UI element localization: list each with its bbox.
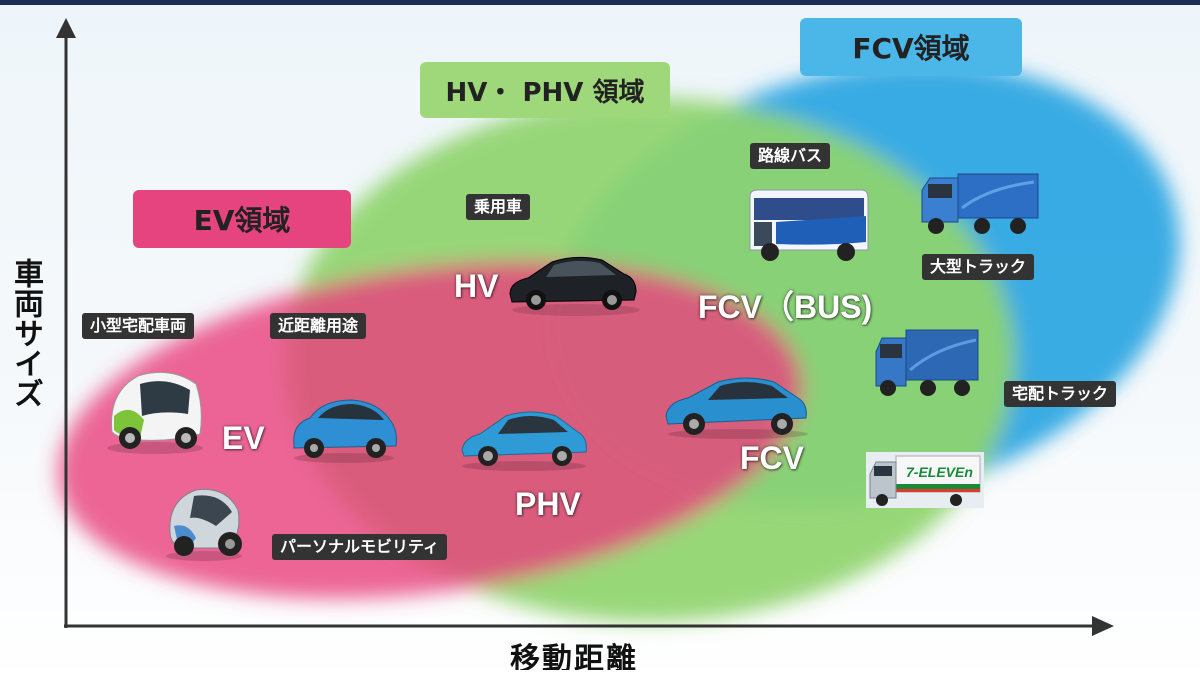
phv-car-image [461, 411, 587, 471]
x-axis-arrow [1092, 616, 1114, 636]
label-phv: PHV [515, 486, 581, 522]
top-border [0, 0, 1200, 5]
tag-delivery-truck: 宅配トラック [1004, 381, 1117, 407]
bottom-margin [0, 670, 1200, 686]
ev-region-label: EV領域 [133, 190, 351, 248]
tag-large-truck: 大型トラック [922, 254, 1035, 280]
y-axis-arrow [56, 18, 76, 38]
fcv-region-label: FCV領域 [800, 18, 1022, 76]
ev-region [57, 261, 803, 599]
personal-mobility-image [166, 488, 242, 561]
hv-phv-region-label: HV・ PHV 領域 [420, 62, 670, 118]
tag-passenger-car: 乗用車 [466, 194, 531, 220]
y-axis-title: 車両サイズ [8, 258, 43, 408]
tag-short-distance: 近距離用途 [270, 313, 367, 339]
ultra-compact-ev-image [107, 371, 203, 454]
label-hv: HV [454, 268, 499, 304]
delivery-truck-image [875, 329, 979, 396]
fcv-bus-image [749, 189, 869, 261]
label-fcv-bus: FCV（BUS) [698, 289, 873, 325]
large-truck-image [921, 173, 1039, 234]
tag-small-delivery: 小型宅配車両 [82, 313, 195, 339]
label-fcv: FCV [740, 440, 804, 476]
fcv-sedan-image [665, 377, 808, 439]
label-ev: EV [222, 420, 265, 456]
tag-personal-mobility: パーソナルモビリティ [272, 534, 448, 560]
seven-eleven-logo-text: 7-ELEVEn [906, 464, 973, 480]
small-delivery-truck-image: 7-ELEVEn [866, 452, 984, 508]
compact-ev-image [293, 399, 397, 463]
hv-sedan-image [509, 256, 640, 316]
tag-route-bus: 路線バス [750, 143, 831, 169]
